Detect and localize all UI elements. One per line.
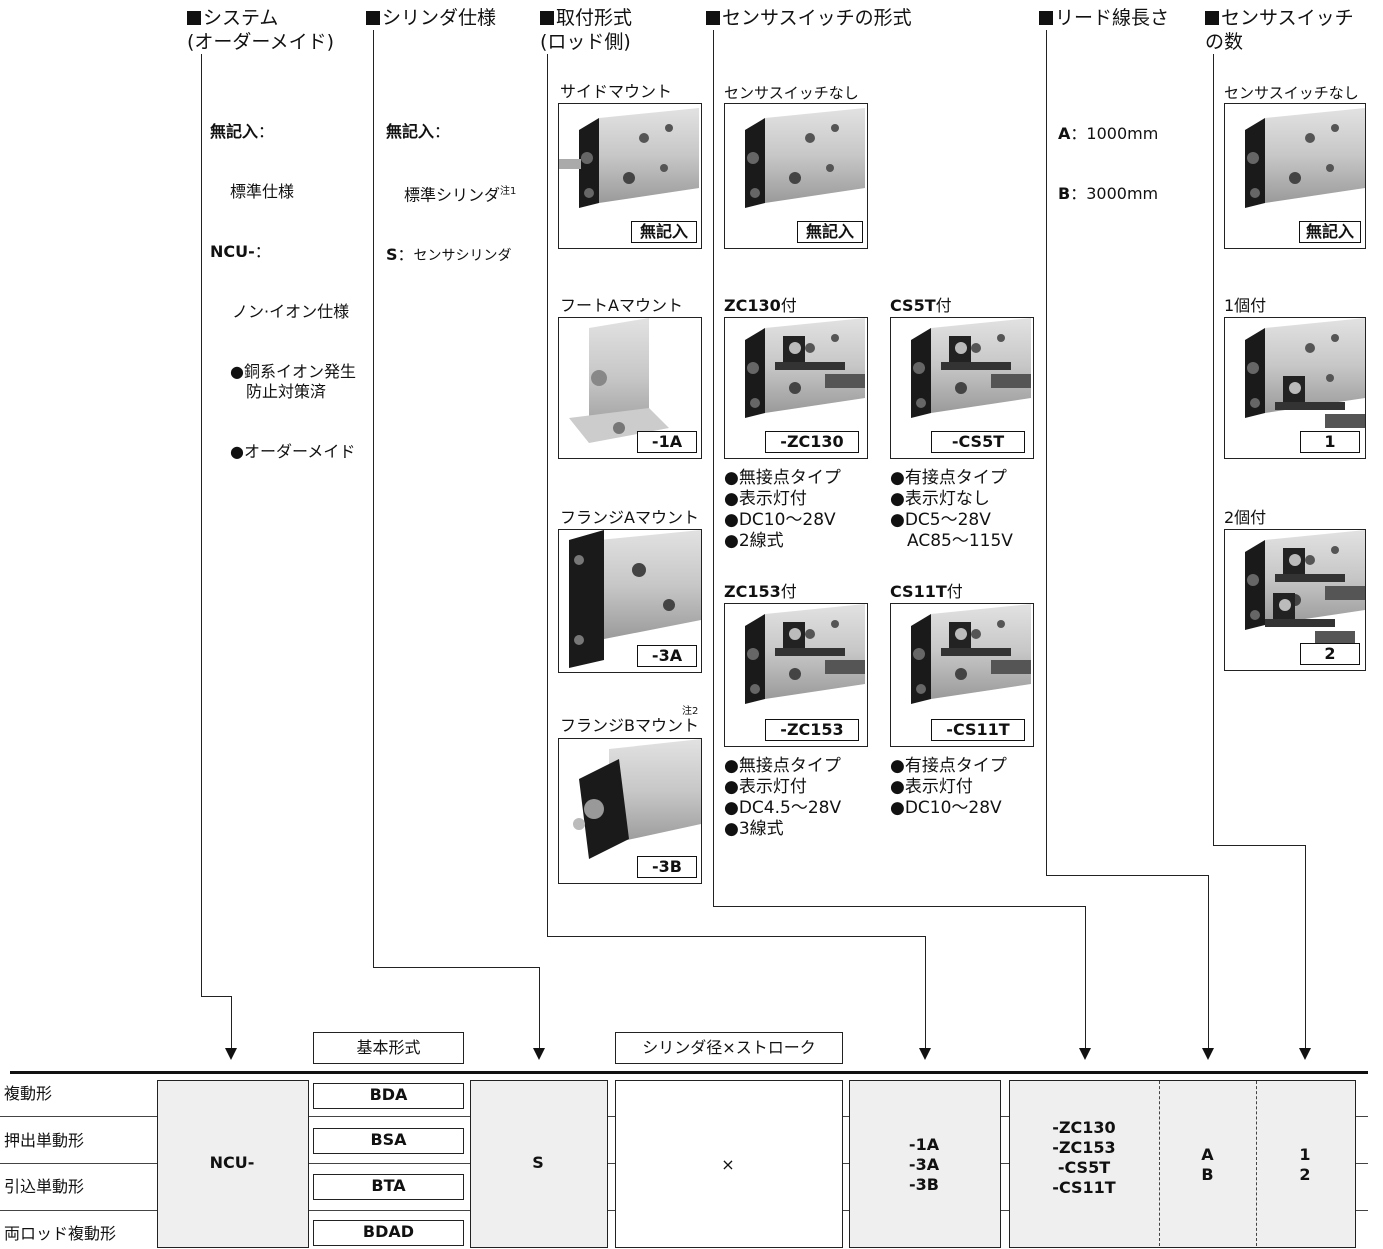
row-label-double-rod: 両ロッド複動形 [4,1224,117,1243]
sensor-codes: -ZC130 -ZC153 -CS5T -CS11T [1052,1118,1116,1197]
mount-foot-title: フートAマウント [560,296,683,315]
sensor-zc153-code: -ZC153 [765,719,859,741]
dash-divider-1 [1159,1081,1160,1246]
model-bta: BTA [313,1174,464,1200]
mount-side-title: サイドマウント [560,82,673,101]
sensor-lead-count-box [1009,1080,1356,1248]
mount-side-frame: 無記入 [558,103,702,249]
dash-divider-2 [1256,1081,1257,1246]
mount-codes: -1A -3A -3B [908,1135,940,1194]
sensor-zc130-frame: -ZC130 [724,317,868,459]
count-none-code: 無記入 [1299,221,1361,243]
foot-mount-image [569,318,669,443]
sensor-cs11t-frame: -CS11T [890,603,1034,747]
row-label-pull-single: 引込単動形 [4,1177,85,1196]
sensor-zc153-features: ●無接点タイプ ●表示灯付 ●DC4.5～28V ●3線式 [724,756,842,839]
header-sensor-type: センサスイッチの形式 [706,6,912,30]
header-system: システム (オーダーメイド) [187,6,335,54]
bore-stroke-box [615,1080,843,1248]
side-mount-image [559,108,699,220]
mount-flange-b-frame: -3B [558,738,702,884]
sensor-cs11t-code: -CS11T [931,719,1025,741]
sensor-cs11t-features: ●有接点タイプ ●表示灯付 ●DC10～28V [890,756,1007,818]
count-two-code: 2 [1300,643,1360,665]
mount-foot-frame: -1A [558,317,702,459]
mount-flange-b-title: フランジBマウント [560,716,699,735]
row-label-double-acting: 複動形 [4,1084,53,1103]
mount-flange-a-code: -3A [637,645,697,667]
flange-a-mount-image [569,530,701,668]
sensor-cs11t-title: CS11T付 [890,582,963,601]
bore-stroke-label: シリンダ径×ストローク [615,1032,843,1064]
count-one-code: 1 [1300,431,1360,453]
count-one-title: 1個付 [1224,296,1267,315]
sensor-zc130-code: -ZC130 [765,431,859,453]
sensor-zc153-frame: -ZC153 [724,603,868,747]
count-none-title: センサスイッチなし [1224,84,1359,102]
sensor-none-title: センサスイッチなし [724,84,859,102]
times-sign: × [721,1155,735,1174]
row-label-push-single: 押出単動形 [4,1131,85,1150]
sensor-zc153-title: ZC153付 [724,582,797,601]
header-mount: 取付形式 (ロッド側) [540,6,633,54]
basic-model-label: 基本形式 [313,1032,464,1064]
sensor-none-code: 無記入 [797,221,863,243]
count-two-title: 2個付 [1224,508,1267,527]
system-code: NCU- [209,1153,255,1172]
mount-side-code: 無記入 [631,221,697,243]
mount-flange-b-note: 注2 [682,706,699,717]
count-none-frame: 無記入 [1224,103,1366,249]
mount-flange-a-frame: -3A [558,529,702,673]
sensor-zc130-features: ●無接点タイプ ●表示灯付 ●DC10～28V ●2線式 [724,468,841,551]
model-bdad: BDAD [313,1220,464,1246]
mount-codes-box [849,1080,1001,1248]
sensor-cs5t-frame: -CS5T [890,317,1034,459]
mount-flange-a-title: フランジAマウント [560,508,699,527]
sensor-none-frame: 無記入 [724,103,868,249]
sensor-zc130-title: ZC130付 [724,296,797,315]
system-options: 無記入： 標準仕様 NCU-： ノン·イオン仕様 ●銅系イオン発生 防止対策済 … [210,122,356,461]
model-bsa: BSA [313,1128,464,1154]
mount-foot-code: -1A [637,431,697,453]
system-code-box [157,1080,309,1248]
sensor-cs5t-features: ●有接点タイプ ●表示灯なし ●DC5～28V AC85～115V [890,468,1013,551]
lead-codes: A B [1201,1145,1214,1184]
table-top-rule [10,1071,1368,1074]
count-one-frame: 1 [1224,317,1366,459]
header-cylinder-spec: シリンダ仕様 [366,6,497,30]
mount-flange-b-code: -3B [637,856,697,878]
model-bda: BDA [313,1083,464,1109]
count-codes: 1 2 [1299,1145,1311,1184]
header-sensor-count: センサスイッチ の数 [1205,6,1354,54]
flange-b-mount-image [573,739,701,859]
sensor-cs5t-title: CS5T付 [890,296,952,315]
count-two-frame: 2 [1224,529,1366,671]
spec-code-box [470,1080,608,1248]
spec-code: S [532,1153,544,1172]
header-lead-length: リード線長さ [1039,6,1170,30]
lead-length-options: A：1000mm B：3000mm [1058,124,1159,203]
cylinder-spec-options: 無記入： 標準シリンダ注1 S：センサシリンダ [386,122,517,265]
sensor-cs5t-code: -CS5T [931,431,1025,453]
